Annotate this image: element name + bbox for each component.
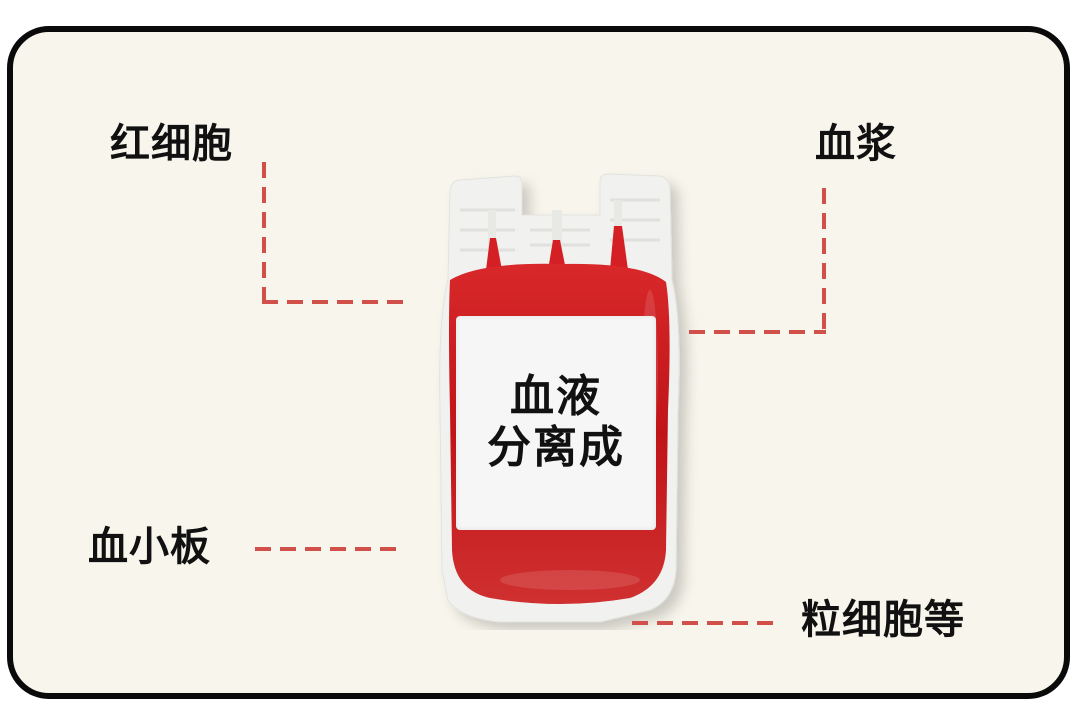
leader-line-plasma-horizontal bbox=[689, 330, 826, 334]
label-plasma: 血浆 bbox=[815, 121, 897, 167]
label-granulocytes: 粒细胞等 bbox=[801, 597, 965, 643]
leader-line-red-blood-cells-vertical bbox=[262, 162, 266, 304]
label-platelets: 血小板 bbox=[88, 524, 211, 570]
leader-line-red-blood-cells-horizontal bbox=[262, 300, 404, 304]
bag-center-label: 血液 分离成 bbox=[456, 316, 656, 530]
label-red-blood-cells: 红细胞 bbox=[110, 121, 233, 167]
leader-line-granulocytes bbox=[632, 621, 774, 625]
leader-line-plasma-vertical bbox=[822, 188, 826, 334]
center-label-line1: 血液 bbox=[510, 371, 602, 423]
center-label-line2: 分离成 bbox=[487, 422, 625, 473]
leader-line-platelets bbox=[255, 547, 397, 551]
